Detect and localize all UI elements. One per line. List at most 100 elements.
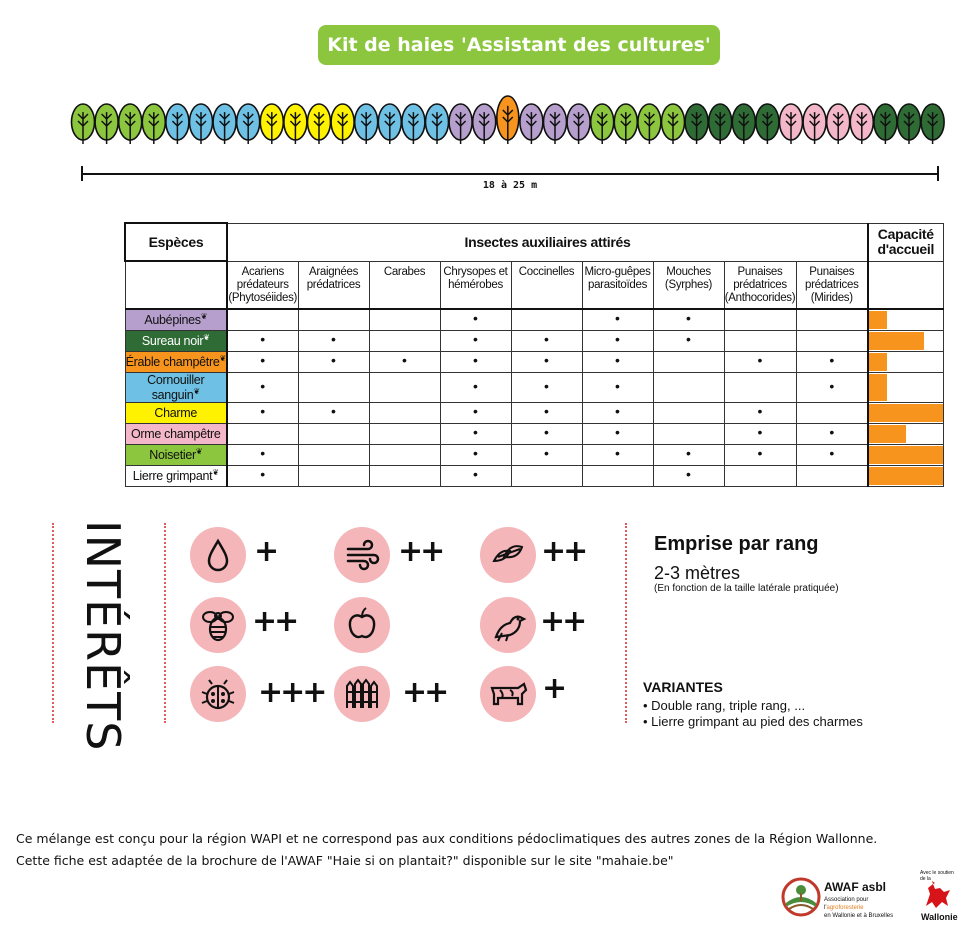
apple-icon: [334, 597, 390, 653]
capacity-cell: [867, 401, 944, 424]
insect-cell: •: [581, 329, 654, 352]
awaf-name: AWAF asbl: [824, 880, 887, 894]
capacity-bar: [869, 331, 925, 350]
insect-cell: [723, 464, 797, 487]
insect-cell: [795, 308, 869, 331]
insect-cell: •: [226, 464, 299, 487]
hedge-tree: [542, 103, 568, 144]
variante-item: • Double rang, triple rang, ...: [643, 698, 806, 713]
species-row: Charme••••••: [124, 401, 944, 424]
hedge-tree: [778, 103, 804, 144]
insect-cell: •: [652, 464, 725, 487]
species-name-cell: Cornouiller sanguin❦: [124, 371, 228, 403]
fence-icon: [334, 666, 390, 722]
hedge-tree: [377, 103, 403, 144]
water-drop-icon: [190, 527, 246, 583]
attracts-dot: •: [615, 445, 620, 462]
attracts-dot: •: [473, 377, 478, 394]
hedge-tree: [731, 103, 757, 144]
wallonie-rooster-icon: [926, 881, 950, 908]
capacity-cell: [867, 371, 944, 403]
climbing-leaf-icon: ❦: [203, 332, 210, 342]
interet-rating: +: [254, 534, 279, 569]
insect-cell: •: [652, 308, 725, 331]
attracts-dot: •: [473, 403, 478, 420]
hedge-tree: [660, 103, 686, 144]
species-name-cell: Noisetier❦: [124, 443, 228, 466]
insect-cell: •: [510, 401, 583, 424]
capacity-cell: [867, 308, 944, 331]
insect-cell: •: [439, 350, 512, 373]
insect-cell: •: [795, 350, 869, 373]
interets-heading: INTÉRÊTS: [76, 520, 130, 752]
insect-cell: •: [510, 443, 583, 466]
insect-cell: •: [226, 329, 299, 352]
insect-cell: [795, 464, 869, 487]
capacity-subheader-empty: [867, 260, 944, 310]
attracts-dot: •: [544, 352, 549, 368]
scale-start-tick: [81, 166, 83, 181]
hedge-tree: [684, 103, 709, 144]
species-row: Sureau noir❦••••••: [124, 329, 944, 352]
hedge-tree: [424, 103, 450, 144]
capacity-bar: [869, 466, 943, 485]
insect-cell: •: [723, 422, 797, 445]
capacity-cell: [867, 329, 944, 352]
insect-cell: •: [581, 308, 654, 331]
interet-rating: ++: [252, 604, 299, 639]
attracts-dot: •: [829, 352, 835, 368]
attracts-dot: •: [615, 424, 620, 441]
scale-end-tick: [937, 166, 939, 181]
hedge-tree: [259, 103, 285, 144]
attracts-dot: •: [473, 466, 478, 483]
hedge-tree: [283, 103, 308, 144]
insect-cell: •: [652, 329, 725, 352]
insect-column-header: Carabes: [368, 260, 441, 310]
interet-rating: +: [542, 671, 567, 706]
species-table: Espèces Insectes auxiliaires attirés Cap…: [124, 222, 944, 487]
capacity-bar: [869, 445, 943, 464]
attracts-dot: •: [686, 310, 691, 327]
hedge-tree: [306, 103, 332, 144]
species-row: Noisetier❦•••••••: [124, 443, 944, 466]
insect-cell: [652, 350, 725, 373]
species-row: Orme champêtre•••••: [124, 422, 944, 445]
awaf-subtitle: Association pour l'agroforesterie en Wal…: [824, 897, 894, 919]
insect-cell: [652, 401, 725, 424]
insect-cell: [368, 371, 441, 403]
climbing-leaf-icon: ❦: [193, 386, 200, 396]
hedge-tree: [353, 103, 379, 144]
insect-cell: •: [581, 422, 654, 445]
interet-rating: +++: [258, 675, 327, 710]
insect-cell: •: [510, 422, 583, 445]
attracts-dot: •: [757, 424, 763, 441]
insect-cell: [510, 308, 583, 331]
attracts-dot: •: [544, 377, 549, 394]
attracts-dot: •: [544, 445, 549, 462]
insect-cell: [510, 464, 583, 487]
insect-cell: •: [652, 443, 725, 466]
insect-cell: [226, 308, 299, 331]
insect-cell: [652, 422, 725, 445]
insect-cell: •: [297, 401, 370, 424]
hedge-diagram: [70, 95, 945, 144]
species-name-cell: Aubépines❦: [124, 308, 228, 331]
climbing-leaf-icon: ❦: [195, 447, 203, 457]
attracts-dot: •: [260, 352, 266, 368]
insect-cell: •: [368, 350, 441, 373]
capacity-bar: [869, 352, 888, 371]
attracts-dot: •: [260, 403, 266, 420]
hedge-tree: [755, 103, 780, 144]
emprise-value: 2-3 mètres: [654, 563, 741, 583]
capacity-bar: [869, 403, 943, 422]
hedge-tree: [117, 103, 143, 144]
species-name-cell: Charme: [124, 401, 228, 424]
species-name-cell: Lierre grimpant❦: [124, 464, 228, 487]
attracts-dot: •: [331, 331, 336, 347]
insect-cell: •: [723, 350, 797, 373]
attracts-dot: •: [473, 424, 478, 441]
